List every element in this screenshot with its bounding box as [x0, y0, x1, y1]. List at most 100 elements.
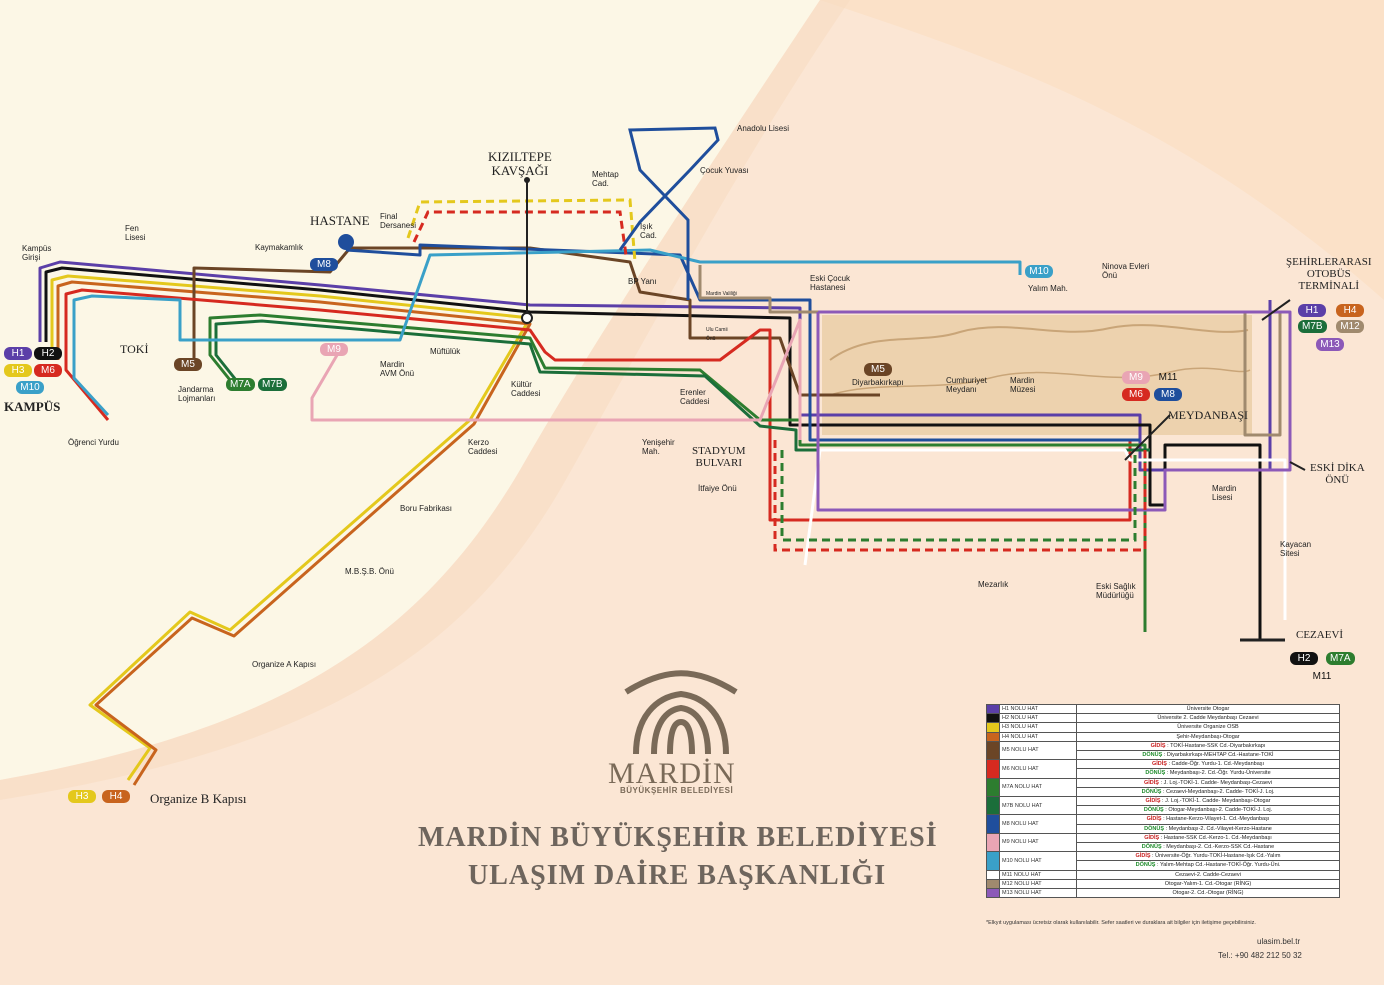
- badge-m6-meydan[interactable]: M6: [1122, 388, 1150, 401]
- stop-itfaiye: İtfaiye Önü: [698, 484, 737, 493]
- legend-line-name: M6 NOLU HAT: [999, 759, 1077, 779]
- route-h4[interactable]: [56, 280, 532, 786]
- legend-route-desc: DÖNÜŞ : Meydanbaşı-2. Cd.-Kerzo-SSK Cd.-…: [1076, 842, 1340, 853]
- badge-h1-terminal[interactable]: H1: [1298, 304, 1326, 317]
- website[interactable]: ulasim.bel.tr: [1257, 937, 1301, 946]
- badge-m11-meydan[interactable]: M11: [1158, 372, 1178, 383]
- badge-h2-cezaevi[interactable]: H2: [1290, 652, 1318, 665]
- legend-route-desc: GİDİŞ : Cadde-Öğr. Yurdu-1. Cd.-Meydanba…: [1076, 759, 1340, 770]
- legend-route-desc: Otogar-2. Cd.-Otogar (RİNG): [1076, 888, 1340, 899]
- badge-m7a-cezaevi[interactable]: M7A: [1326, 652, 1355, 665]
- stop-diyarbakirkapi: Diyarbakırkapı: [852, 378, 904, 387]
- badge-m8-hastane[interactable]: M8: [310, 258, 338, 271]
- route-dashed-ring2: [780, 450, 1137, 542]
- route-m11[interactable]: [803, 448, 1287, 620]
- route-m10[interactable]: [72, 248, 1022, 417]
- route-m5[interactable]: [192, 246, 880, 397]
- badge-m10-kampus[interactable]: M10: [16, 381, 44, 394]
- legend-row: DÖNÜŞ : Meydanbaşı-2. Cd.-Vilayet-Kerzo-…: [987, 823, 1340, 834]
- badge-m7b-terminal[interactable]: M7B: [1298, 320, 1327, 333]
- route-m9[interactable]: [310, 318, 802, 440]
- stop-mezarlik: Mezarlık: [978, 580, 1009, 589]
- badge-m6-kampus[interactable]: M6: [34, 364, 62, 377]
- legend-color-swatch: [986, 869, 1000, 880]
- legend-route-desc: Cezaevi-2. Cadde-Cezaevi: [1076, 869, 1340, 880]
- route-dashed-red: [412, 210, 628, 256]
- badge-h1-kampus[interactable]: H1: [4, 347, 32, 360]
- legend-route-text: Diyarbakırkapı-MEHTAP Cd.-Hastane-TOKİ: [1166, 752, 1274, 759]
- label-organize-b: Organize B Kapısı: [150, 791, 247, 806]
- footnote: *Elkyıt uygulaması ücretsiz olarak kulla…: [986, 920, 1256, 926]
- legend-color-swatch: [986, 851, 1000, 871]
- title-line-1: MARDİN BÜYÜKŞEHİR BELEDİYESİ: [418, 822, 938, 853]
- badge-h4-terminal[interactable]: H4: [1336, 304, 1364, 317]
- legend-line-name: M7B NOLU HAT: [999, 796, 1077, 816]
- badge-h2-kampus[interactable]: H2: [34, 347, 62, 360]
- legend-line-name: H4 NOLU HAT: [999, 731, 1077, 742]
- legend-color-swatch: [986, 814, 1000, 834]
- legend-route-text: J. Loj.-TOKİ-1. Cadde- Meydanbaşı-Cezaev…: [1163, 779, 1272, 786]
- logo-word: MARDİN: [608, 757, 736, 790]
- legend-row: DÖNÜŞ : Otogar-Meydanbaşı-2. Cadde-TOKİ-…: [987, 805, 1340, 816]
- badge-m10-yalim[interactable]: M10: [1025, 265, 1053, 278]
- legend-route-text: Cezaevi-Meydanbaşı-2. Cadde- TOKİ-J. Loj…: [1166, 788, 1275, 795]
- route-m7b[interactable]: [214, 319, 1150, 452]
- route-m8[interactable]: [345, 243, 1140, 442]
- route-anadolu-loop[interactable]: [618, 126, 720, 300]
- badge-h4-organize[interactable]: H4: [102, 790, 130, 803]
- badge-m8-meydan[interactable]: M8: [1154, 388, 1182, 401]
- legend-route-text: Otogar-Yalım-1. Cd.-Otogar (RİNG): [1164, 880, 1252, 887]
- route-m6[interactable]: [64, 288, 1132, 522]
- legend-route-text: Cezaevi-2. Cadde-Cezaevi: [1175, 871, 1241, 878]
- legend-route-text: Hastane-SSK Cd.-Kerzo-1. Cd.-Meydanbaşı: [1163, 834, 1272, 841]
- legend-route-desc: DÖNÜŞ : Diyarbakırkapı-MEHTAP Cd.-Hastan…: [1076, 750, 1340, 761]
- legend-line-name: H1 NOLU HAT: [999, 703, 1077, 715]
- label-hastane: HASTANE: [310, 213, 370, 228]
- route-dashed-ring: [773, 440, 1147, 552]
- badge-m11-cezaevi[interactable]: M11: [1312, 671, 1332, 682]
- route-h2[interactable]: [44, 266, 1262, 640]
- badge-h3-organize[interactable]: H3: [68, 790, 96, 803]
- legend-route-desc: DÖNÜŞ : Meydanbaşı-2. Cd.-Vilayet-Kerzo-…: [1076, 823, 1340, 834]
- badge-m5-diyarbakir[interactable]: M5: [864, 363, 892, 376]
- stop-yalim: Yalım Mah.: [1028, 284, 1068, 293]
- legend-direction: DÖNÜŞ: [1141, 788, 1162, 795]
- legend-direction: DÖNÜŞ: [1142, 752, 1163, 759]
- legend-route-desc: DÖNÜŞ : Yalım-Mehtap Cd.-Hastane-TOKİ-Öğ…: [1076, 860, 1340, 871]
- badge-m12-terminal[interactable]: M12: [1336, 320, 1364, 333]
- route-m7a[interactable]: [208, 313, 1147, 632]
- badge-m13-terminal[interactable]: M13: [1316, 338, 1344, 351]
- mardin-logo-icon: [624, 670, 738, 755]
- badge-m5-toki[interactable]: M5: [174, 358, 202, 371]
- legend-line-name: M13 NOLU HAT: [999, 888, 1077, 899]
- legend-direction: GİDİŞ: [1135, 853, 1151, 860]
- route-m13[interactable]: [816, 310, 1292, 512]
- badge-m7a-jandarma[interactable]: M7A: [226, 378, 255, 391]
- badge-m7b-jandarma[interactable]: M7B: [258, 378, 287, 391]
- legend-color-swatch: [986, 888, 1000, 899]
- badge-h3-kampus[interactable]: H3: [4, 364, 32, 377]
- badge-m9-meydan[interactable]: M9: [1122, 371, 1150, 384]
- legend-route-desc: DÖNÜŞ : Otogar-Meydanbaşı-2. Cadde-TOKİ-…: [1076, 805, 1340, 816]
- legend-color-swatch: [986, 740, 1000, 761]
- badge-m9-hastane[interactable]: M9: [320, 343, 348, 356]
- logo-subtitle: BÜYÜKŞEHİR BELEDİYESİ: [620, 786, 734, 795]
